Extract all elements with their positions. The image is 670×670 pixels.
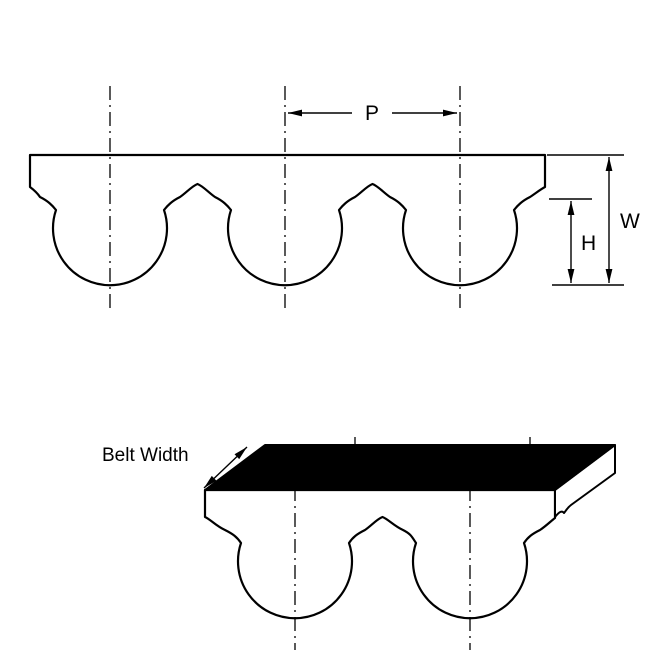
pitch-label: P (365, 102, 379, 125)
belt-width-annotation: Belt Width (102, 445, 248, 489)
belt-end-face (554, 444, 616, 518)
width-label: W (620, 210, 640, 233)
belt-front-face (203, 488, 557, 620)
perspective-view: Belt Width (102, 437, 616, 650)
height-dimension: H (549, 198, 596, 283)
width-dimension: W (547, 154, 640, 286)
height-label: H (581, 232, 596, 255)
belt-width-arrow (203, 446, 248, 489)
belt-profile-outline (28, 153, 547, 287)
belt-width-label: Belt Width (102, 445, 189, 466)
belt-top-face (204, 444, 616, 491)
pitch-dimension: P (288, 102, 457, 125)
profile-cross-section-view: P W H (28, 86, 640, 312)
